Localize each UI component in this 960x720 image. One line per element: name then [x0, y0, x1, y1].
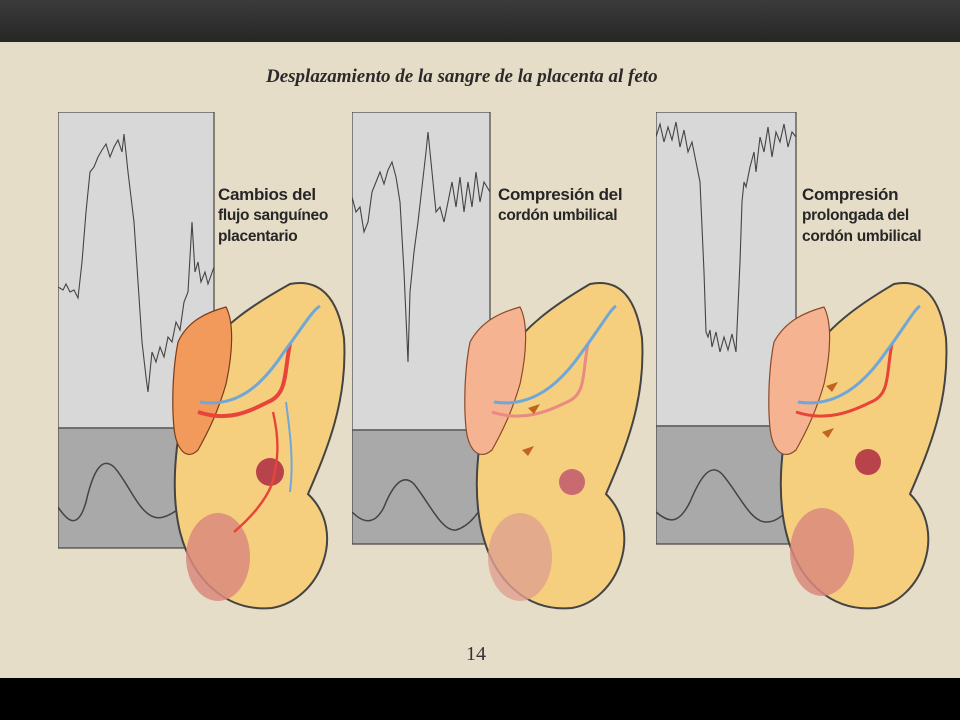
caption-line: cordón umbilical — [498, 207, 618, 224]
fetal-heart — [855, 449, 881, 475]
caption-line: cordón umbilical — [802, 228, 922, 245]
panel-prolonged-cord-compression: Compresión prolongada del cordón umbilic… — [656, 112, 956, 612]
panel-1-illustration — [58, 112, 346, 610]
compression-marker — [522, 446, 534, 456]
umbilical-vein — [199, 304, 321, 405]
fetal-head — [790, 508, 854, 596]
uterine-contraction-trace — [352, 479, 491, 531]
panel-3-illustration — [656, 112, 948, 610]
figure-title: Desplazamiento de la sangre de la placen… — [266, 66, 658, 87]
placenta — [464, 306, 527, 456]
fetal-heart — [559, 469, 585, 495]
caption-line: Compresión — [802, 185, 899, 204]
fetal-heart-rate-trace — [656, 121, 797, 353]
caption-line: flujo sanguíneo — [218, 207, 329, 224]
fetal-head — [186, 513, 250, 601]
panel-cord-compression: Compresión del cordón umbilical — [352, 112, 652, 612]
fetal-vein — [285, 401, 293, 493]
caption-line: Compresión del — [498, 185, 623, 204]
page-number: 14 — [466, 643, 486, 665]
compression-marker — [822, 428, 834, 438]
compression-marker — [826, 382, 838, 392]
umbilical-artery — [491, 343, 590, 418]
placenta — [768, 306, 831, 456]
contraction-graph-area — [656, 425, 797, 545]
caption-line: prolongada del — [802, 207, 909, 224]
fetus-illustration — [464, 281, 644, 610]
slide-top-bar — [0, 0, 960, 42]
slide-bottom-bar — [0, 678, 960, 720]
umbilical-vein — [493, 304, 617, 405]
caption-line: Cambios del — [218, 185, 316, 204]
fetus-illustration — [172, 281, 346, 610]
fetal-heart-rate-trace — [58, 133, 215, 393]
umbilical-artery — [795, 343, 894, 418]
panel-2-caption: Compresión del cordón umbilical — [498, 184, 623, 226]
umbilical-artery — [197, 343, 292, 419]
fetal-head — [488, 513, 552, 601]
panel-3-caption: Compresión prolongada del cordón umbilic… — [802, 184, 922, 247]
panel-placental-flow: Cambios del flujo sanguíneo placentario — [58, 112, 358, 612]
panel-2-illustration — [352, 112, 644, 610]
umbilical-vein — [797, 304, 921, 405]
uterine-contraction-trace — [58, 462, 215, 522]
placenta — [172, 306, 233, 456]
fetal-artery — [233, 411, 279, 533]
fetal-heart — [256, 458, 284, 486]
fetus-illustration — [768, 281, 948, 610]
uterine-contraction-trace — [656, 469, 797, 523]
compression-marker — [528, 404, 540, 414]
panel-1-caption: Cambios del flujo sanguíneo placentario — [218, 184, 328, 247]
caption-line: placentario — [218, 228, 298, 245]
contraction-graph-area — [352, 429, 491, 545]
fetal-heart-rate-trace — [352, 131, 491, 363]
